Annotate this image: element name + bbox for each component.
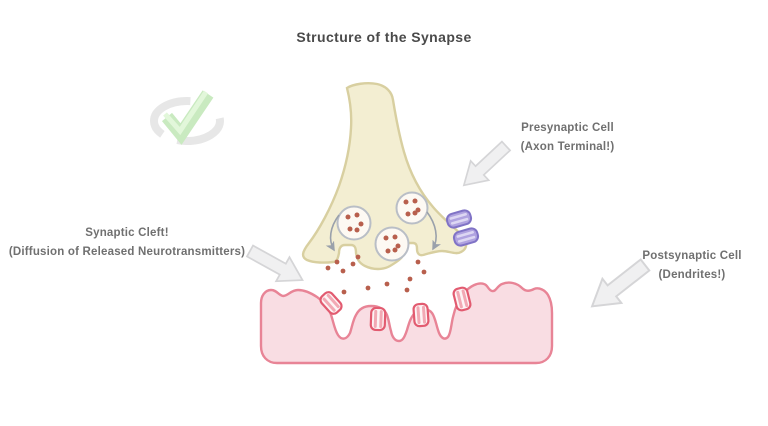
postsynaptic-cell-shape xyxy=(259,281,554,365)
postsynaptic-label: Postsynaptic Cell (Dendrites!) xyxy=(612,247,768,285)
checkmark-icon xyxy=(150,90,224,145)
receptor-icon xyxy=(319,291,343,315)
release-arrow-icon xyxy=(426,211,442,251)
cleft-label-line1: Synaptic Cleft! xyxy=(85,227,169,239)
presynaptic-label-line2: (Axon Terminal!) xyxy=(520,141,615,153)
postsynaptic-label-line1: Postsynaptic Cell xyxy=(642,250,742,262)
synaptic-vesicle xyxy=(395,191,429,225)
presynaptic-label: Presynaptic Cell (Axon Terminal!) xyxy=(480,119,655,157)
release-arrow-icon xyxy=(325,214,340,252)
postsynaptic-label-line2: (Dendrites!) xyxy=(658,269,726,281)
membrane-channel-icon xyxy=(452,227,480,247)
synaptic-cleft-label: Synaptic Cleft! (Diffusion of Released N… xyxy=(6,224,248,262)
receptor-icon xyxy=(452,286,472,312)
cleft-pointer-arrow-icon xyxy=(242,238,311,293)
receptor-icon xyxy=(412,302,430,328)
cleft-label-line2: (Diffusion of Released Neurotransmitters… xyxy=(8,246,246,258)
receptor-icon xyxy=(369,306,387,332)
presynaptic-label-line1: Presynaptic Cell xyxy=(521,122,614,134)
neurotransmitter-dots xyxy=(325,254,427,295)
page-title: Structure of the Synapse xyxy=(296,29,472,45)
synaptic-vesicle xyxy=(374,226,410,262)
membrane-channel-icon xyxy=(445,209,473,229)
synaptic-vesicle xyxy=(336,205,372,241)
